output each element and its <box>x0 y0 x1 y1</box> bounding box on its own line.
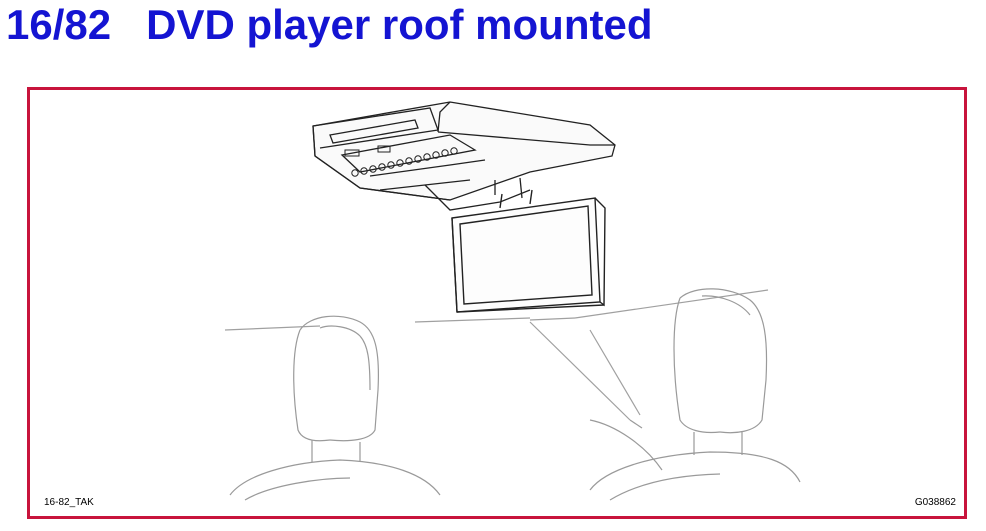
fold-down-screen <box>451 189 606 313</box>
page-title: 16/82 DVD player roof mounted <box>6 1 653 48</box>
roof-lines <box>224 289 769 421</box>
dvd-unit <box>312 101 616 211</box>
figure-code-left: 16-82_TAK <box>44 497 94 508</box>
figure-frame: 16-82_TAK G038862 <box>27 87 967 519</box>
dvd-player-illustration <box>224 101 801 501</box>
figure-code-right: G038862 <box>914 497 956 508</box>
seats <box>229 288 801 501</box>
